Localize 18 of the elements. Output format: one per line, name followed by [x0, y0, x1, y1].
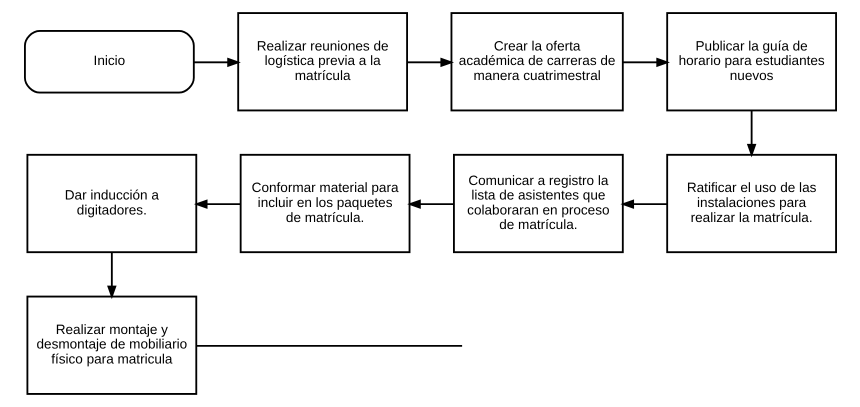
node-box: Realizar montaje y desmontaje de mobiliario físico para matricula — [26, 296, 197, 395]
node-box: Crear la oferta académica de carreras de manera cuatrimestral — [450, 12, 624, 112]
arrow — [620, 199, 667, 209]
node-box: Realizar reuniones de logística previa a la matrícula — [236, 12, 408, 112]
arrow — [194, 58, 240, 68]
arrow — [746, 110, 756, 158]
connector — [196, 344, 462, 347]
node-box: Dar inducción a digitadores. — [26, 154, 197, 254]
node-box: Inicio — [24, 30, 194, 94]
arrow — [193, 199, 240, 209]
arrow — [106, 252, 116, 300]
node-box: Publicar la guía de horario para estudiantes nuevos — [666, 12, 836, 112]
node-box: Conformar material para incluir en los paquetes de matrícula. — [239, 154, 410, 254]
node-box: Comunicar a registro la lista de asistentes que colaboraran en proceso de matrícula. — [452, 154, 624, 254]
arrow — [622, 58, 670, 68]
arrow — [406, 199, 454, 209]
node-box: Ratificar el uso de las instalaciones para realizar la matrícula. — [666, 154, 836, 254]
arrow — [406, 58, 454, 68]
